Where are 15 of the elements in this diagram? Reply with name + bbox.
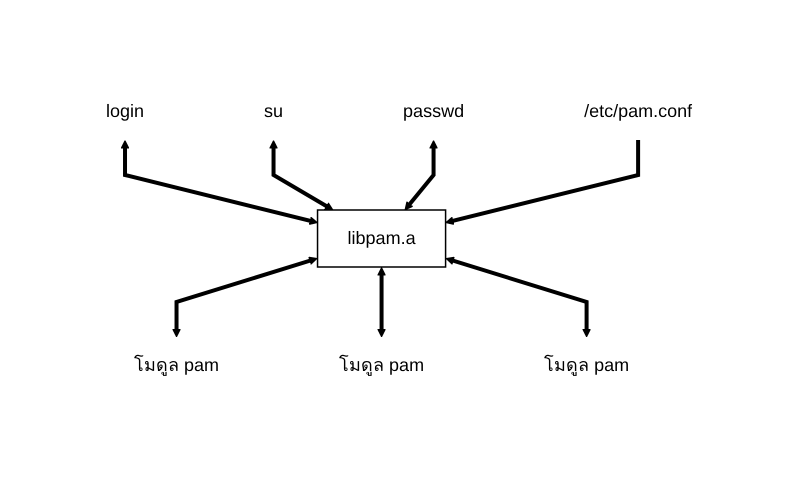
- node-box: libpam.a: [316, 209, 446, 268]
- arrow: [120, 140, 318, 226]
- node-text: โมดูล pam: [544, 355, 630, 375]
- arrow: [172, 256, 318, 338]
- arrow: [446, 256, 591, 338]
- node-text: /etc/pam.conf: [584, 101, 692, 121]
- node-text: โมดูล pam: [338, 355, 424, 375]
- node-text: passwd: [402, 101, 464, 121]
- arrow: [377, 267, 386, 338]
- node-text: su: [264, 101, 283, 121]
- arrow: [269, 140, 334, 210]
- arrow: [445, 140, 640, 226]
- node-text: โมดูล pam: [134, 355, 219, 375]
- arrow: [404, 140, 438, 210]
- node-text: login: [106, 101, 144, 121]
